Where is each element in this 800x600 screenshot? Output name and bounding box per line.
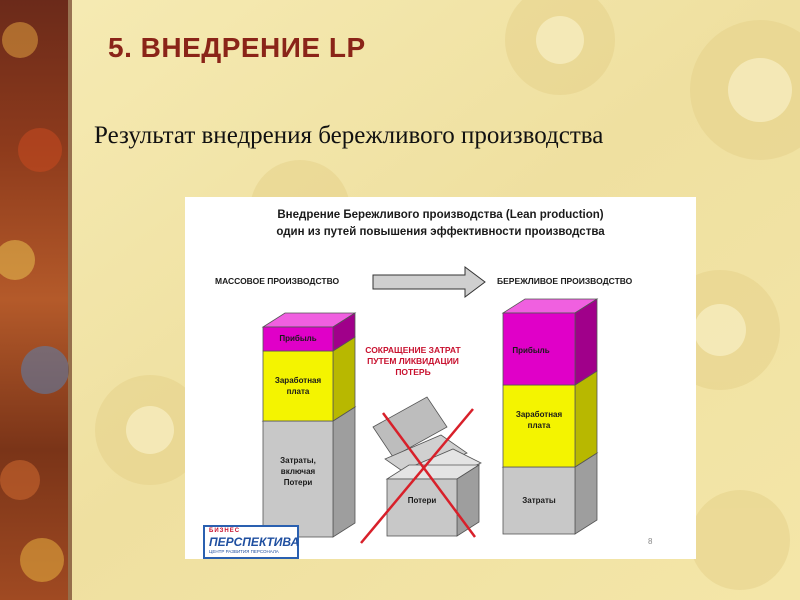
diagram-heading-line1: Внедрение Бережливого производства (Lean… <box>185 209 696 221</box>
lean-profit-block <box>503 299 597 385</box>
diagram-heading-line2: один из путей повышения эффективности пр… <box>185 226 696 238</box>
mass-production-label: МАССОВОЕ ПРОИЗВОДСТВО <box>215 276 339 286</box>
mass-costs-label: Затраты, включая Потери <box>263 455 333 488</box>
lean-profit-label: Прибыль <box>503 345 559 356</box>
slide-subtitle: Результат внедрения бережливого производ… <box>94 122 603 150</box>
mass-profit-block <box>263 313 355 351</box>
lean-wages-label: Заработная плата <box>503 409 575 431</box>
lean-production-diagram: Внедрение Бережливого производства (Lean… <box>185 197 696 559</box>
lean-costs-label: Затраты <box>503 495 575 506</box>
logo-bottom-text: ЦЕНТР РАЗВИТИЯ ПЕРСОНАЛА <box>209 549 279 554</box>
transition-arrow <box>373 267 485 297</box>
cost-reduction-label: СОКРАЩЕНИЕ ЗАТРАТ ПУТЕМ ЛИКВИДАЦИИ ПОТЕР… <box>353 345 473 378</box>
business-perspective-logo: БИЗНЕС ПЕРСПЕКТИВА ЦЕНТР РАЗВИТИЯ ПЕРСОН… <box>203 525 299 559</box>
mass-wages-label: Заработная плата <box>263 375 333 397</box>
logo-main-text: ПЕРСПЕКТИВА <box>209 535 299 549</box>
logo-top-text: БИЗНЕС <box>209 528 240 534</box>
losses-label: Потери <box>387 495 457 506</box>
slide-title: 5. ВНЕДРЕНИЕ LP <box>108 32 366 64</box>
lean-production-label: БЕРЕЖЛИВОЕ ПРОИЗВОДСТВО <box>497 276 632 286</box>
mass-profit-label: Прибыль <box>263 333 333 344</box>
page-number: 8 <box>648 537 652 546</box>
